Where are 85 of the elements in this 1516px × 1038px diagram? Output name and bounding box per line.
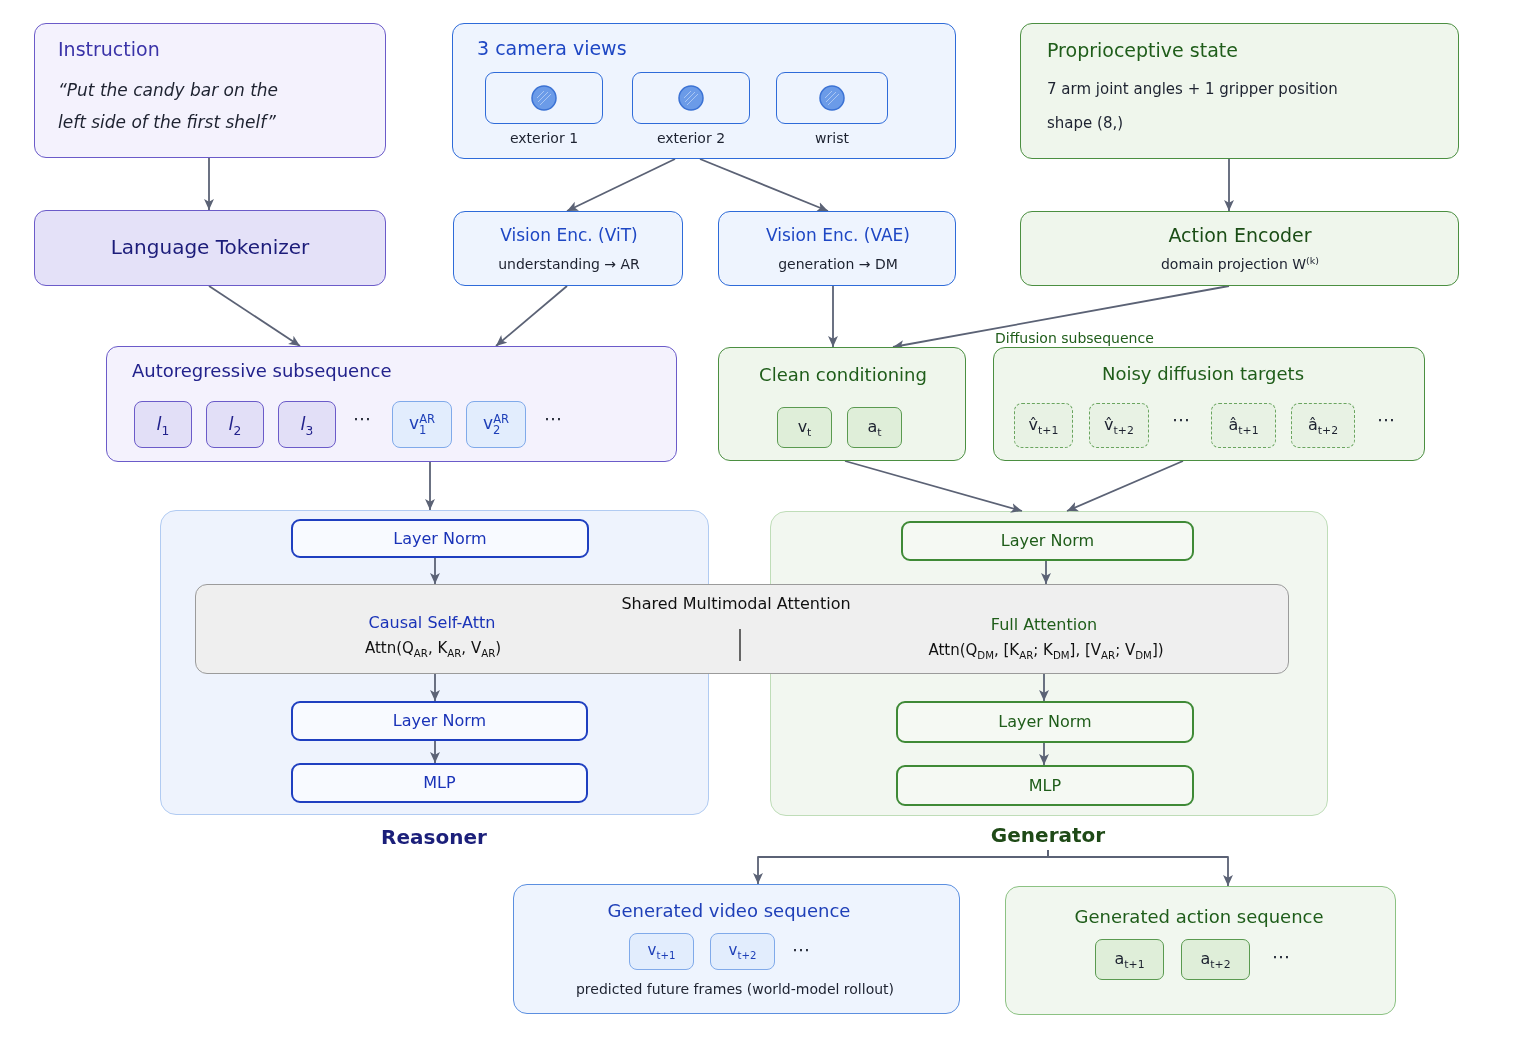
layer-box: Layer Norm — [291, 519, 589, 558]
attention-block — [195, 584, 1289, 674]
arrow — [844, 460, 1023, 513]
token-chip: l$_{1}$ — [134, 401, 192, 448]
ellipsis: ⋯ — [791, 938, 811, 962]
ellipsis: ⋯ — [1376, 408, 1396, 432]
box-text: shape (8,) — [1047, 114, 1125, 134]
box-heading: Action Encoder — [1167, 223, 1313, 248]
token-chip: v$_{t+1}$ — [629, 933, 694, 970]
box-heading: Generated action sequence — [1073, 905, 1325, 929]
box-text: domain projection W$^{(k)}$ — [1160, 255, 1320, 274]
sequence-group — [106, 346, 677, 462]
box-heading: 3 camera views — [477, 36, 628, 61]
arrow — [204, 157, 214, 211]
panel-title: Generator — [989, 822, 1107, 848]
ellipsis: ⋯ — [543, 407, 563, 431]
token-chip: a$_{t+1}$ — [1095, 939, 1164, 980]
block-subheading: Full Attention — [989, 615, 1099, 636]
arrow — [892, 285, 1230, 350]
box-text: 7 arm joint angles + 1 gripper position — [1047, 80, 1339, 100]
box-text: understanding → AR — [497, 255, 641, 274]
camera-label: exterior 1 — [508, 129, 580, 148]
box-heading: Autoregressive subsequence — [132, 359, 393, 383]
arrow — [1039, 673, 1049, 702]
arrow — [430, 673, 440, 702]
encoder-box — [453, 211, 683, 286]
box-heading: Instruction — [58, 37, 161, 62]
token-chip: v$_{t+2}$ — [710, 933, 775, 970]
block-subheading: Causal Self-Attn — [367, 613, 497, 634]
group-label: Diffusion subsequence — [995, 330, 1154, 346]
token-chip: a$_{t}$ — [847, 407, 902, 448]
sequence-group — [718, 347, 966, 461]
arrow — [425, 461, 435, 511]
token-chip: v$_{t}$ — [777, 407, 832, 448]
panel-title: Reasoner — [380, 824, 488, 850]
input-box — [1020, 23, 1459, 159]
arrow — [1047, 849, 1233, 887]
token-chip: v̂$_{t+2}$ — [1089, 403, 1149, 448]
token-chip: â$_{t+1}$ — [1211, 403, 1276, 448]
arrow — [699, 158, 829, 212]
ellipsis: ⋯ — [1171, 408, 1191, 432]
arrow — [430, 740, 440, 764]
camera-label: exterior 2 — [655, 129, 727, 148]
box-heading: Clean conditioning — [758, 363, 928, 387]
arrow — [1066, 460, 1184, 512]
arrow — [828, 285, 838, 348]
input-group — [452, 23, 956, 159]
arrow — [1039, 742, 1049, 766]
layer-box: MLP — [896, 765, 1194, 806]
arrow — [208, 285, 301, 347]
layer-box: Layer Norm — [896, 701, 1194, 743]
input-box — [34, 23, 386, 158]
layer-box: Layer Norm — [901, 521, 1194, 561]
box-heading: Vision Enc. (ViT) — [499, 224, 639, 247]
camera-label: wrist — [814, 129, 850, 148]
encoder-box — [1020, 211, 1459, 286]
process-box: Language Tokenizer — [34, 210, 386, 286]
output-group — [1005, 886, 1396, 1015]
encoder-box — [718, 211, 956, 286]
layer-box: Layer Norm — [291, 701, 588, 741]
token-chip: l$_{2}$ — [206, 401, 264, 448]
token-chip: â$_{t+2}$ — [1291, 403, 1355, 448]
quote-text: “Put the candy bar on the left side of the first shelf” — [58, 79, 280, 134]
ellipsis: ⋯ — [1271, 945, 1291, 969]
arrow — [1224, 158, 1234, 212]
output-group — [513, 884, 960, 1014]
box-heading: Proprioceptive state — [1047, 38, 1239, 63]
box-text: predicted future frames (world-model rollout) — [574, 980, 896, 999]
box-text: generation → DM — [777, 255, 899, 274]
arrow — [495, 285, 568, 347]
arrow — [1041, 560, 1051, 585]
sequence-group — [993, 347, 1425, 461]
arrow — [566, 158, 676, 212]
arrow — [430, 557, 440, 585]
box-heading: Vision Enc. (VAE) — [765, 224, 911, 247]
ellipsis: ⋯ — [352, 407, 372, 431]
token-chip: v̂$_{t+1}$ — [1014, 403, 1073, 448]
formula: Attn(Q$_{DM}$, [K$_{AR}$; K$_{DM}$], [V$_{AR}$; V$_{DM}$]) — [927, 641, 1165, 661]
block-heading: Shared Multimodal Attention — [620, 594, 852, 615]
box-heading: Noisy diffusion targets — [1100, 362, 1306, 386]
formula: Attn(Q$_{AR}$, K$_{AR}$, V$_{AR}$) — [363, 639, 503, 659]
box-heading: Generated video sequence — [606, 899, 852, 923]
token-chip: l$_{3}$ — [278, 401, 336, 448]
layer-box: MLP — [291, 763, 588, 803]
token-chip: a$_{t+2}$ — [1181, 939, 1250, 980]
